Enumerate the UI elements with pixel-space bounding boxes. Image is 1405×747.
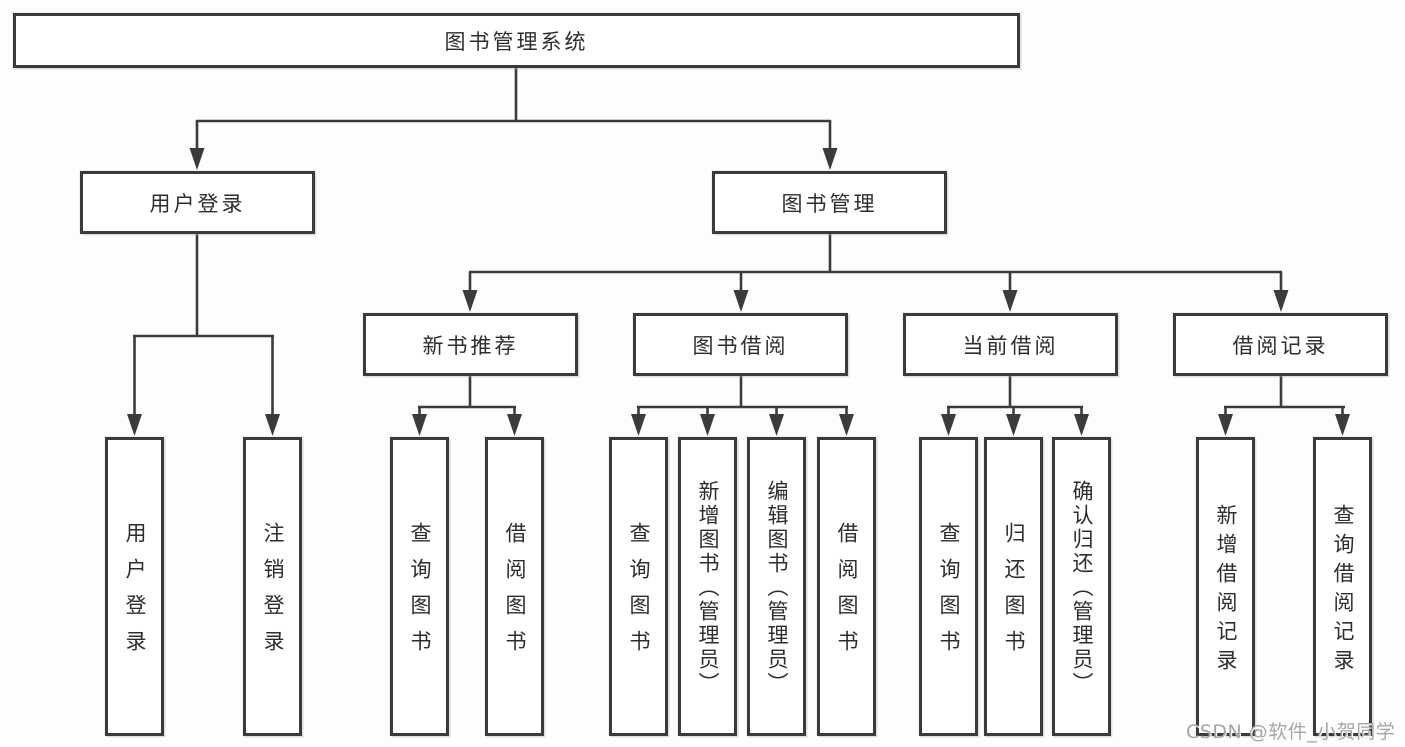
leaf-confirm-return-admin: 确认归还（管理员） <box>1052 437 1111 736</box>
node-borrowing-records: 借阅记录 <box>1173 313 1388 376</box>
leaf-label: 查询图书 <box>408 522 432 666</box>
node-book-management: 图书管理 <box>712 171 947 234</box>
node-new-book-recommend: 新书推荐 <box>363 313 578 376</box>
leaf-query-book-borrowing: 查询图书 <box>609 437 668 736</box>
leaf-label: 归还图书 <box>1002 522 1026 666</box>
leaf-label: 注销登录 <box>261 522 285 666</box>
leaf-query-borrow-record: 查询借阅记录 <box>1313 437 1372 736</box>
node-current-borrowing: 当前借阅 <box>903 313 1118 376</box>
leaf-return-book: 归还图书 <box>984 437 1043 736</box>
leaf-edit-book-admin: 编辑图书（管理员） <box>747 437 806 736</box>
leaf-logout: 注销登录 <box>243 437 302 736</box>
leaf-label: 确认归还（管理员） <box>1070 480 1094 696</box>
leaf-label: 查询图书 <box>627 522 651 666</box>
leaf-borrow-book-borrowing: 借阅图书 <box>817 437 876 736</box>
node-library-management-system: 图书管理系统 <box>13 13 1020 68</box>
leaf-label: 查询借阅记录 <box>1331 503 1355 678</box>
leaf-user-login: 用户登录 <box>105 437 164 736</box>
leaf-label: 编辑图书（管理员） <box>765 480 789 696</box>
leaf-label: 用户登录 <box>123 522 147 666</box>
node-book-borrowing: 图书借阅 <box>633 313 848 376</box>
node-user-login: 用户登录 <box>80 171 315 234</box>
leaf-add-book-admin: 新增图书（管理员） <box>678 437 737 736</box>
leaf-add-borrow-record: 新增借阅记录 <box>1196 437 1255 736</box>
leaf-label: 新增借阅记录 <box>1214 503 1238 678</box>
leaf-query-book-recommend: 查询图书 <box>390 437 449 736</box>
leaf-label: 新增图书（管理员） <box>696 480 720 696</box>
csdn-watermark: CSDN @软件_小贺同学 <box>1186 721 1396 743</box>
leaf-label: 借阅图书 <box>835 522 859 666</box>
leaf-borrow-book-recommend: 借阅图书 <box>485 437 544 736</box>
leaf-label: 借阅图书 <box>503 522 527 666</box>
leaf-label: 查询图书 <box>937 522 961 666</box>
leaf-query-book-current: 查询图书 <box>919 437 978 736</box>
